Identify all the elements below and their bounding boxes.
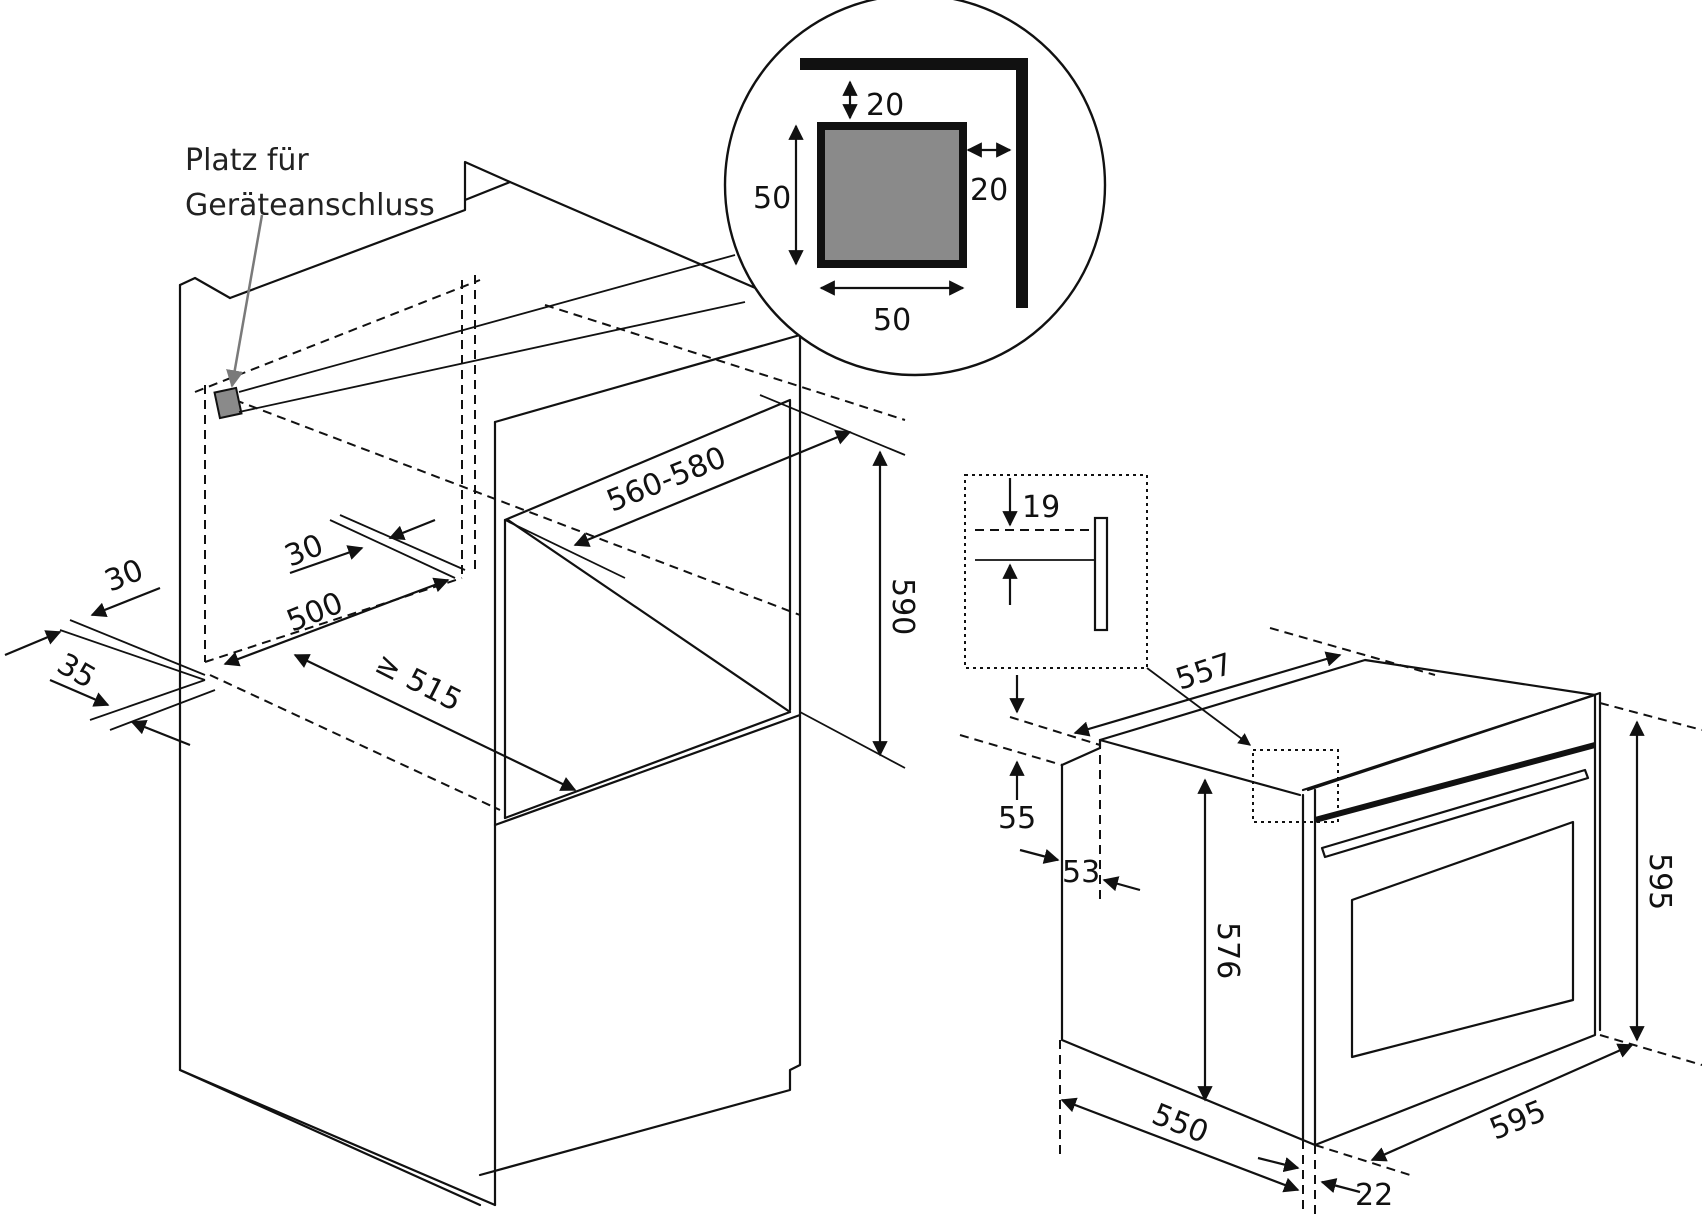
- mount-location-box: [1252, 749, 1339, 823]
- dim-line-top-depth: [1073, 651, 1342, 737]
- dim-line-bottom-clear-b: [130, 719, 191, 747]
- dim-width: 595: [1485, 1094, 1551, 1148]
- cabinet-drawing: Platz für Geräteanschluss 560-580 590 30…: [4, 143, 920, 1207]
- dim-top-depth: 557: [1172, 647, 1237, 698]
- mount-detail-box: [964, 474, 1148, 669]
- dim-line-inner-depth: [223, 577, 450, 667]
- dim-line-back-offset-a: [289, 545, 364, 575]
- dim-inner-depth: 500: [282, 586, 348, 640]
- dim-front-offset: 30: [100, 553, 149, 600]
- dim-square-width: 50: [873, 303, 911, 338]
- dim-front-thickness: 22: [1355, 1178, 1393, 1213]
- dim-line-front-thickness-b: [1320, 1178, 1361, 1194]
- dim-line-front-offset-a: [90, 586, 161, 618]
- dim-step: 55: [998, 801, 1036, 836]
- mount-bracket: [1093, 516, 1109, 632]
- dim-line-front-offset-b: [4, 630, 62, 657]
- dim-min-depth: ≥ 515: [369, 646, 467, 719]
- dim-line-depth-range: [573, 430, 852, 547]
- dim-back-offset: 30: [280, 528, 329, 575]
- dim-line-side-offset-a: [1019, 848, 1060, 864]
- dim-line-width: [1370, 1043, 1634, 1162]
- dim-line-min-depth: [293, 654, 577, 791]
- connection-space-marker: [213, 386, 243, 420]
- dim-side-offset: 53: [1062, 855, 1100, 890]
- dim-side-gap: 20: [970, 173, 1008, 208]
- oven-window: [1350, 820, 1575, 1059]
- annotation-line-1: Platz für: [185, 143, 309, 178]
- dim-bottom-clear: 35: [51, 647, 102, 696]
- dim-body-height: 576: [1210, 922, 1245, 979]
- detail-circle: 20 20 50 50: [723, 0, 1107, 377]
- annotation-arrow: [226, 214, 264, 388]
- dim-top-gap: 20: [866, 88, 904, 123]
- dim-line-front-thickness-a: [1257, 1156, 1300, 1173]
- dim-square-height: 50: [753, 181, 791, 216]
- dim-mount-gap: 19: [1022, 490, 1060, 525]
- annotation-line-2: Geräteanschluss: [185, 188, 435, 223]
- dim-depth: 550: [1147, 1097, 1213, 1151]
- corner-bracket: [800, 58, 1028, 308]
- dim-line-back-offset-b: [388, 518, 436, 541]
- dim-front-height: 595: [1642, 853, 1677, 910]
- connection-square: [817, 122, 967, 268]
- dim-line-bottom-clear-a: [49, 678, 110, 707]
- dim-height: 590: [885, 578, 920, 635]
- dim-line-side-offset-b: [1102, 876, 1141, 892]
- dim-line-depth: [1060, 1097, 1300, 1193]
- oven-handle: [1320, 768, 1590, 859]
